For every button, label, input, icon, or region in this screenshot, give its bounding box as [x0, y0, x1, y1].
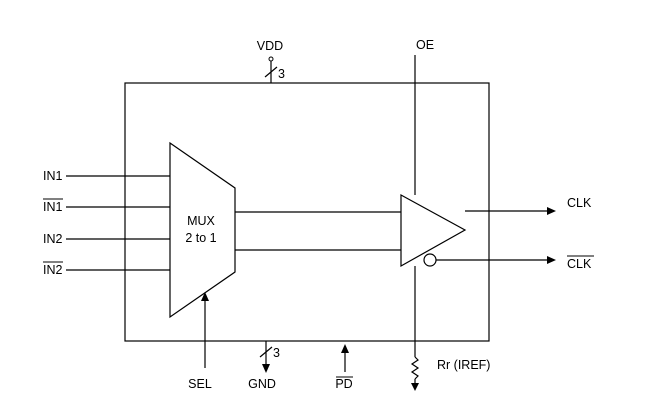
input-label-in2: IN2 — [43, 232, 63, 246]
inversion-bubble — [423, 253, 437, 267]
resistor-symbol — [410, 356, 420, 380]
gnd-arrow — [262, 364, 270, 373]
mux-block — [169, 141, 236, 319]
vdd-bus-slash — [264, 66, 278, 78]
input-label-in1-bar: IN1 — [43, 200, 63, 214]
sel-label: SEL — [188, 377, 212, 391]
sel-arrow — [201, 292, 209, 301]
iref-arrow — [411, 383, 419, 391]
output-label-clk-bar: CLK — [567, 257, 592, 271]
gnd-bus-count: 3 — [273, 346, 280, 360]
vdd-label: VDD — [257, 39, 283, 53]
output-arrow-clk — [547, 207, 556, 215]
input-label-in1: IN1 — [43, 169, 63, 183]
vdd-terminal — [268, 56, 274, 62]
input-label-in2-bar: IN2 — [43, 263, 63, 277]
oe-label: OE — [416, 38, 434, 52]
mux-ratio-label: 2 to 1 — [185, 231, 216, 245]
chip-outline — [124, 82, 490, 342]
mux-label: MUX — [187, 214, 215, 228]
gnd-bus-slash — [259, 346, 273, 358]
iref-label: Rr (IREF) — [437, 358, 490, 372]
output-arrow-clk-bar — [547, 256, 556, 264]
pd-label: PD — [335, 377, 352, 391]
output-buffer — [400, 193, 467, 268]
pd-arrow — [341, 344, 349, 353]
gnd-label: GND — [248, 377, 276, 391]
output-label-clk: CLK — [567, 196, 592, 210]
vdd-bus-count: 3 — [278, 67, 285, 81]
